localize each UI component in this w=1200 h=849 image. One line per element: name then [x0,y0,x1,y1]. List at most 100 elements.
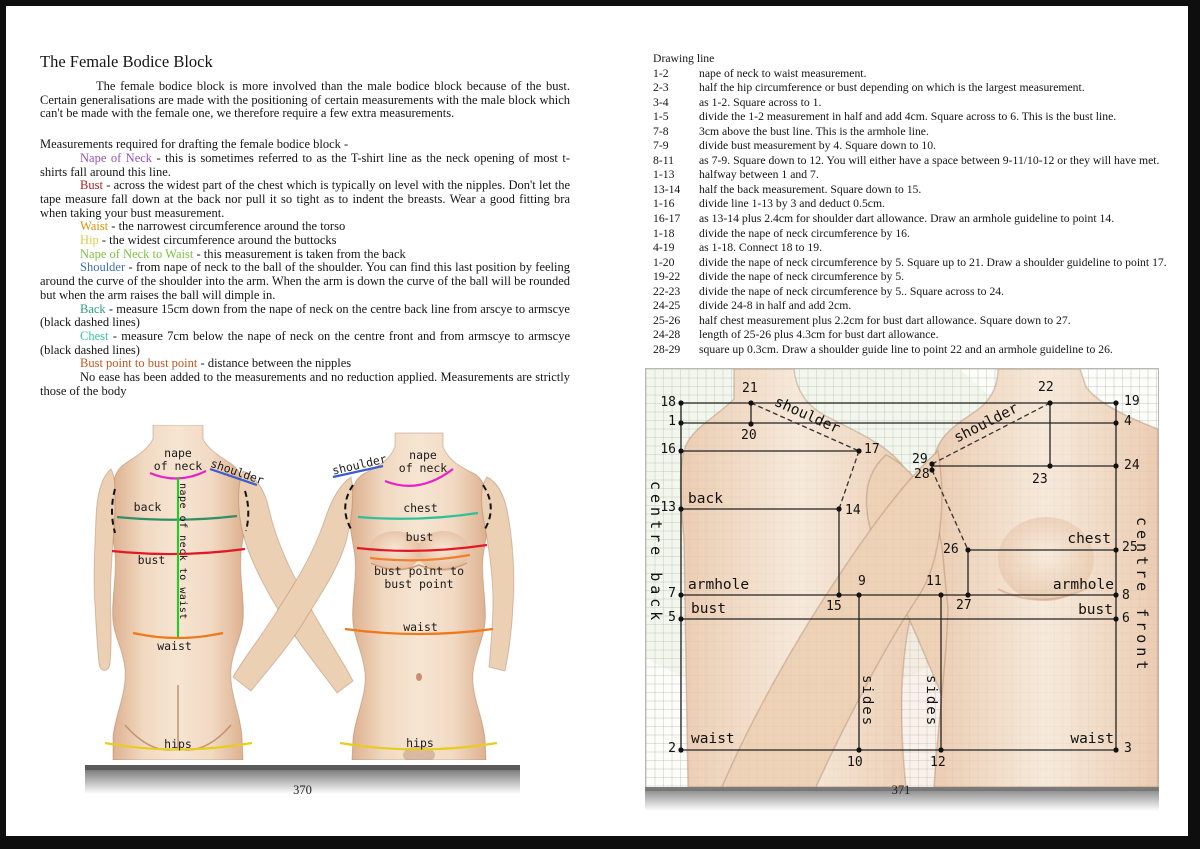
measurement-entry: Shoulder - from nape of neck to the ball… [40,261,570,302]
measurement-text: distance between the nipples [207,356,352,371]
label-front-nape: nape of neck [398,448,448,475]
diagram-point-6: 6 [1122,611,1130,626]
term-separator: - [152,150,166,165]
front-figure-right-arm [481,476,515,672]
diagram-point-12: 12 [930,755,946,770]
diagram-point-8: 8 [1122,588,1130,603]
measurement-text: this measurement is taken from the back [203,246,406,261]
bust-line-front [356,543,488,552]
page-title: The Female Bodice Block [40,52,213,71]
term-separator: - [108,328,122,343]
diagram-point-21: 21 [742,381,758,396]
step-id: 13-14 [653,182,681,196]
label-back-bust: bust [137,553,166,567]
diagram-point-22: 22 [1038,380,1054,395]
step-text: divide 24-8 in half and add 2cm. [699,299,852,313]
diagram-point-1: 1 [668,414,676,429]
step-id: 19-22 [653,270,681,284]
front-figure-crossing-arm [232,476,354,692]
navel [416,673,422,681]
measurement-term: Nape of Neck to Waist [80,246,194,261]
step-text: halfway between 1 and 7. [699,168,819,182]
step-id: 7-8 [653,124,669,138]
measurement-text: the narrowest circumference around the t… [118,219,346,234]
breast-right [417,531,469,571]
label-armhole-right: armhole [1052,577,1114,593]
step-id: 1-2 [653,66,669,80]
left-text-block: The female bodice block is more involved… [40,79,570,398]
diagram-shadow [645,787,1159,811]
diagram-point-7: 7 [668,586,676,601]
body-measurement-illustration: nape of neck shoulder back bust nape of … [85,425,520,770]
drawing-step: 13-14 half the back measurement. Square d… [653,183,1183,198]
chest-line [357,511,479,520]
diagram-point-18: 18 [660,395,676,410]
measurement-entry: Waist - the narrowest circumference arou… [40,219,570,234]
diagram-point-2: 2 [668,741,676,756]
hips-line-front [339,741,498,751]
diagram-point-17: 17 [864,442,880,457]
waist-line-front [344,627,494,636]
label-centre-front: centre front [1133,517,1151,674]
armscye-dashed-front-left [344,484,354,530]
step-id: 25-26 [653,313,681,327]
diagram-point-20: 20 [741,428,757,443]
measurement-text: the widest circumference around the butt… [109,233,337,248]
term-separator: - [197,356,208,371]
step-text: divide the nape of neck circumference by… [699,270,905,284]
step-id: 16-17 [653,212,681,226]
step-id: 1-18 [653,226,675,240]
step-id: 22-23 [653,284,681,298]
label-chest: chest [1067,531,1111,547]
front-body-breast [998,517,1094,601]
front-figure-torso [349,432,489,760]
measurement-text: across the widest part of the chest whic… [40,178,570,220]
step-id: 7-9 [653,139,669,153]
step-text: divide the nape of neck circumference by… [699,255,1167,269]
step-text: divide the 1-2 measurement in half and a… [699,110,1117,124]
label-sides-right: sides [923,675,939,728]
draft-solid-lines [680,402,1117,751]
diagram-point-26: 26 [943,542,959,557]
label-front-hips: hips [406,736,434,750]
diagram-draft-lines [678,400,1119,753]
body-illustration-art [93,425,515,760]
measurement-entry: Bust - across the widest part of the che… [40,178,570,220]
step-text: divide the nape of neck circumference by… [699,284,1005,298]
label-front-chest: chest [403,501,438,515]
closing-paragraph: No ease has been added to the measuremen… [40,370,570,398]
step-text: divide the nape of neck circumference by… [699,226,910,240]
label-nape-to-waist: nape of neck to waist [177,483,188,620]
term-separator: - [105,301,117,316]
shoulder-line-front [332,464,384,479]
step-id: 8-11 [653,153,674,167]
breast-shadow [370,562,468,571]
illustration-shadow [85,770,520,794]
step-id: 28-29 [653,342,681,356]
label-back-nape: nape of neck [153,446,203,473]
diagram-point-5: 5 [668,610,676,625]
label-front-waist: waist [403,620,438,634]
label-bust-left: bust [691,601,726,617]
step-id: 1-13 [653,168,675,182]
measurement-term: Bust point to bust point [80,356,198,371]
label-centre-back: centre back [647,481,665,625]
step-text: nape of neck to waist measurement. [699,66,867,80]
book-spread: The Female Bodice Block The female bodic… [6,6,1188,836]
label-front-bust: bust [405,530,434,544]
bust-point-line [369,553,471,562]
measurement-term: Hip [80,233,99,248]
step-text: half the back measurement. Square down t… [699,182,922,196]
measurement-entry: Nape of Neck to Waist - this measurement… [40,246,570,262]
